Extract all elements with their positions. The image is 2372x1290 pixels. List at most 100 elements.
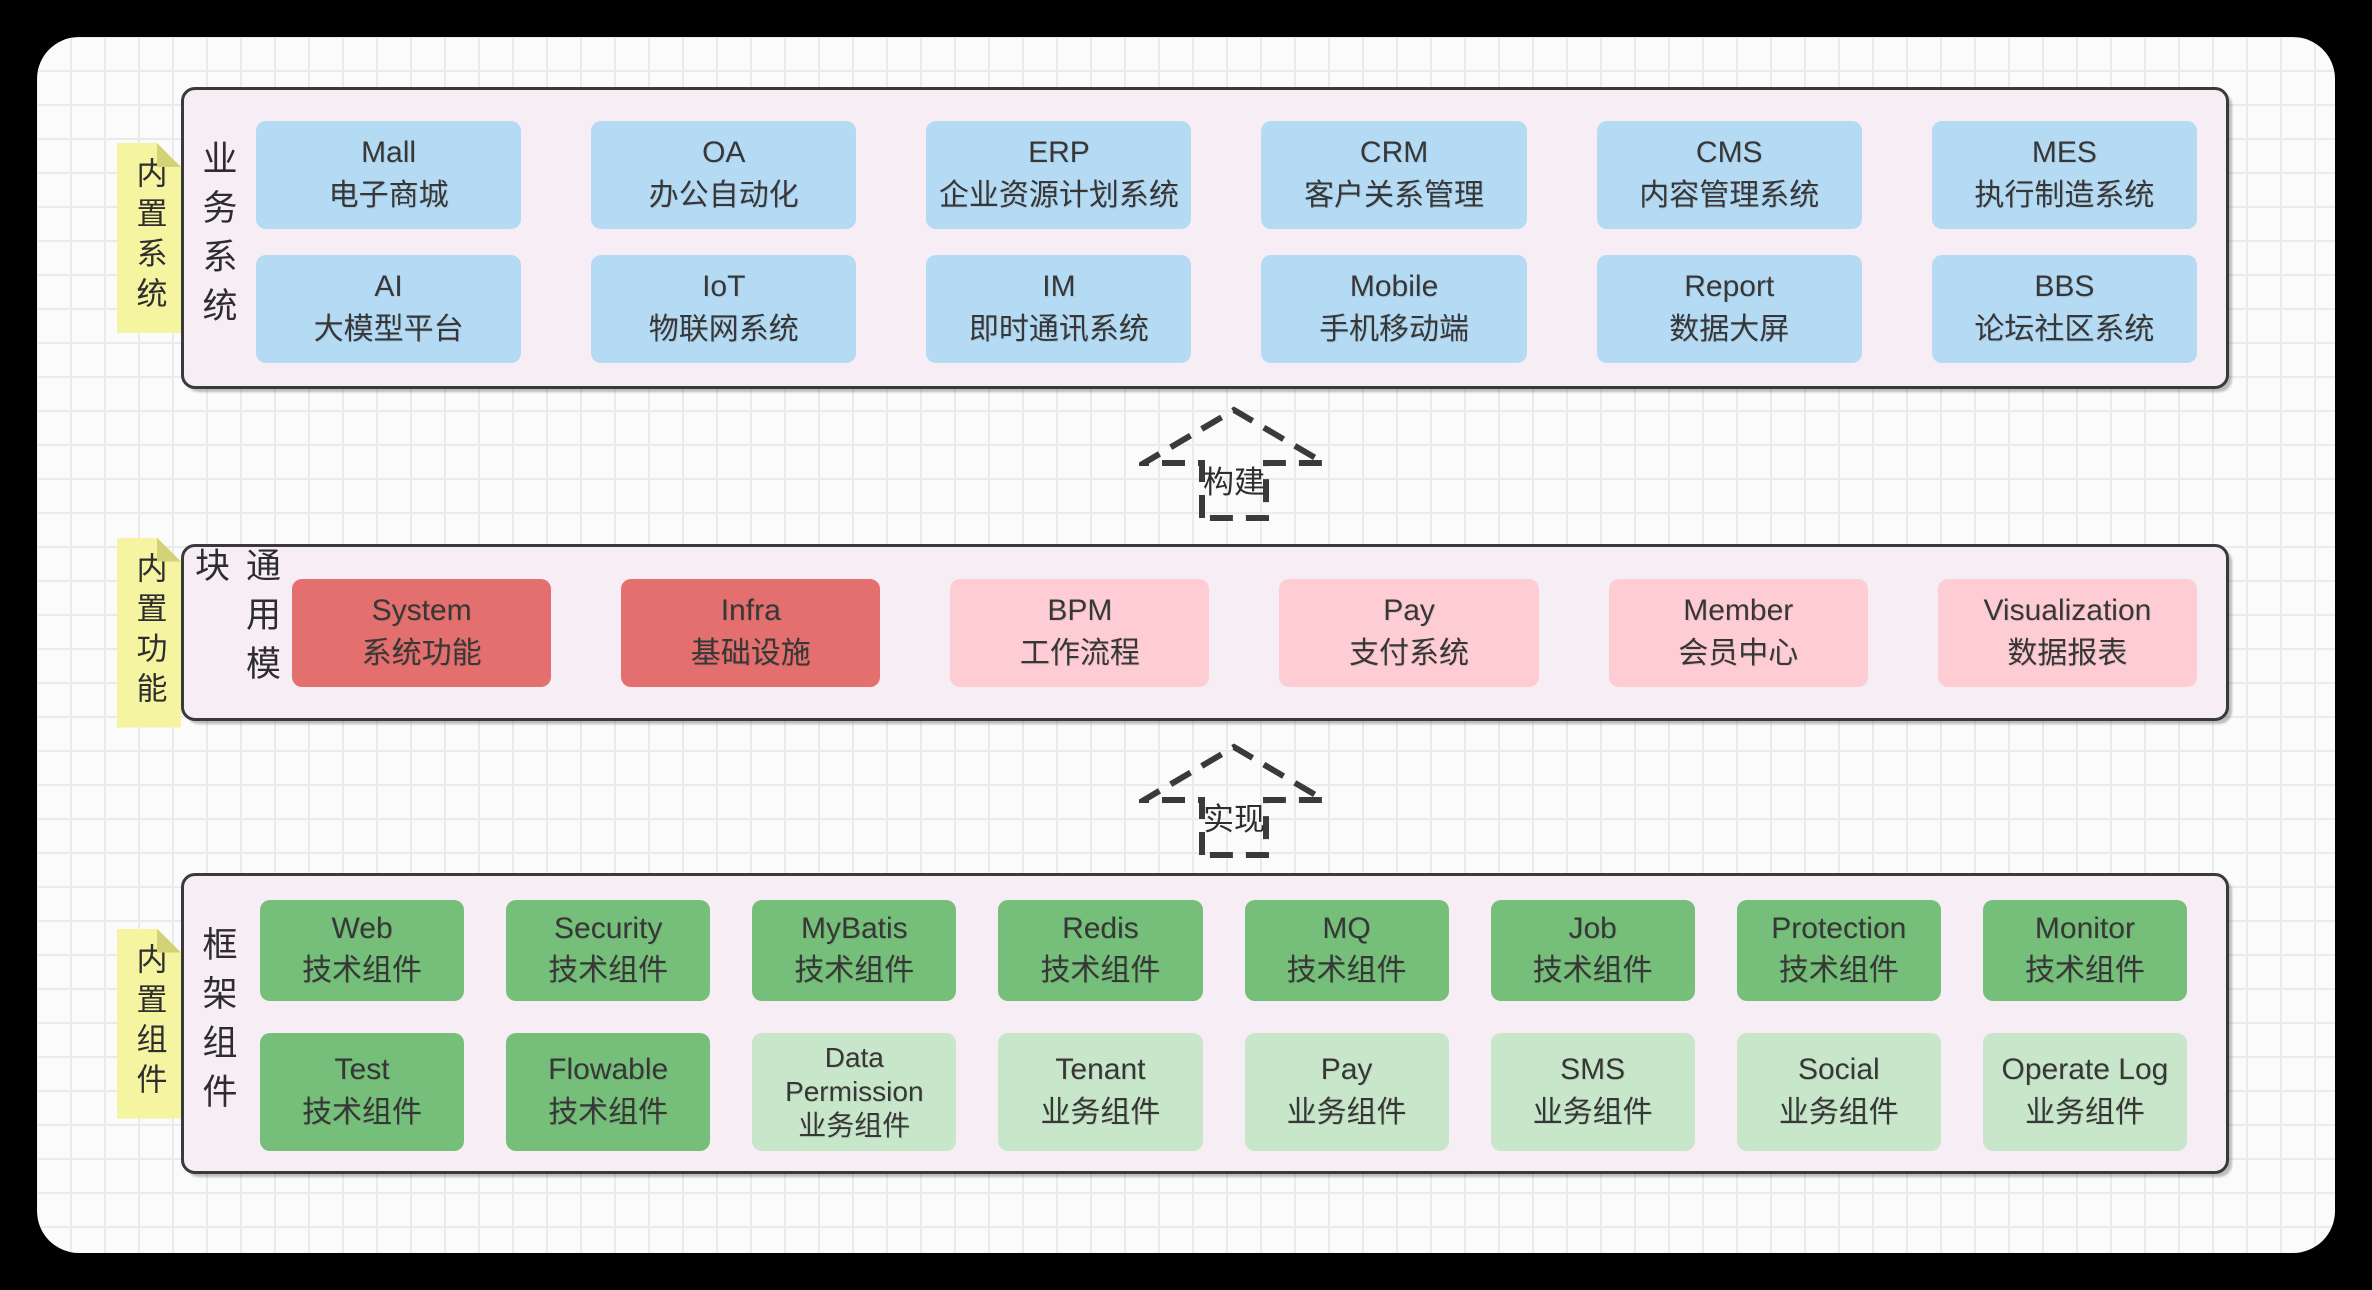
box-title: IM [1042, 270, 1076, 304]
box-subtitle: 技术组件 [1040, 954, 1161, 988]
box-iot: IoT 物联网系统 [591, 255, 857, 363]
box-subtitle: 技术组件 [2024, 954, 2145, 988]
box-subtitle: 系统功能 [361, 637, 482, 670]
box-title: Monitor [2034, 911, 2135, 945]
box-subtitle: 物联网系统 [648, 313, 799, 346]
box-title: ERP [1028, 136, 1090, 170]
sticky-note-built-in-components: 内置组件 [117, 929, 181, 1119]
box-title: Mobile [1349, 270, 1439, 304]
arrow-build: 构建 [1139, 405, 1329, 522]
box-subtitle: 业务组件 [1778, 1095, 1899, 1129]
dashed-up-arrow-shape [1139, 743, 1329, 858]
box-subtitle: 基础设施 [690, 637, 811, 670]
box-im: IM 即时通讯系统 [926, 255, 1192, 363]
box-subtitle: 业务组件 [798, 1110, 911, 1141]
box-subtitle: 支付系统 [1349, 637, 1470, 670]
box-infra: Infra 基础设施 [621, 579, 881, 687]
box-title: BPM [1047, 594, 1113, 628]
arrow-implement: 实现 [1139, 742, 1329, 859]
box-subtitle: 大模型平台 [313, 313, 464, 346]
box-mes: MES 执行制造系统 [1931, 121, 2197, 229]
box-title: IoT [702, 270, 746, 304]
box-redis: Redis 技术组件 [998, 900, 1203, 1001]
box-subtitle: 技术组件 [1286, 954, 1407, 988]
box-subtitle: 办公自动化 [648, 179, 799, 212]
box-title: Protection [1771, 911, 1907, 945]
box-social: Social 业务组件 [1736, 1032, 1941, 1151]
box-subtitle: 客户关系管理 [1304, 179, 1485, 212]
box-title: Pay [1320, 1053, 1373, 1087]
box-flowable: Flowable 技术组件 [506, 1032, 711, 1151]
box-subtitle: 技术组件 [302, 1095, 423, 1129]
box-pay: Pay 支付系统 [1279, 579, 1539, 687]
box-title: SMS [1560, 1053, 1626, 1087]
box-subtitle: 技术组件 [1778, 954, 1899, 988]
box-title: Visualization [1983, 594, 2152, 628]
box-subtitle: 技术组件 [302, 954, 423, 988]
box-title: Redis [1062, 911, 1139, 945]
box-protection: Protection 技术组件 [1736, 900, 1941, 1001]
box-subtitle: 执行制造系统 [1974, 179, 2155, 212]
box-mobile: Mobile 手机移动端 [1261, 255, 1527, 363]
box-member: Member 会员中心 [1608, 579, 1868, 687]
box-web: Web 技术组件 [260, 900, 465, 1001]
box-title: Social [1797, 1053, 1880, 1087]
box-title: MES [2031, 136, 2097, 170]
box-subtitle: 会员中心 [1678, 637, 1799, 670]
box-title: Tenant [1055, 1053, 1146, 1087]
box-mq: MQ 技术组件 [1244, 900, 1449, 1001]
box-title: Pay [1383, 594, 1435, 628]
box-subtitle: 技术组件 [548, 1095, 669, 1129]
box-title: Data Permission [785, 1041, 924, 1107]
box-title: AI [374, 270, 403, 304]
box-title: MQ [1322, 911, 1371, 945]
box-subtitle: 电子商城 [328, 179, 449, 212]
box-title: BBS [2034, 270, 2095, 304]
box-title: Web [331, 911, 393, 945]
box-title: Job [1568, 911, 1617, 945]
layer-label-column: 通用模块 [184, 547, 286, 718]
note-fold-corner-icon [157, 143, 181, 167]
dashed-up-arrow-shape [1139, 406, 1329, 521]
box-test: Test 技术组件 [260, 1032, 465, 1151]
box-title: CMS [1695, 136, 1763, 170]
box-subtitle: 技术组件 [794, 954, 915, 988]
note-fold-corner-icon [157, 538, 181, 562]
sticky-note-label: 内置组件 [131, 942, 167, 1103]
layer-label-business: 业务系统 [197, 140, 237, 336]
box-title: Flowable [548, 1053, 669, 1087]
box-bbs: BBS 论坛社区系统 [1931, 255, 2197, 363]
sticky-note-built-in-functions: 内置功能 [117, 538, 181, 728]
box-operate-log: Operate Log 业务组件 [1982, 1032, 2187, 1151]
box-subtitle: 工作流程 [1019, 637, 1140, 670]
sticky-note-label: 内置系统 [131, 157, 167, 317]
box-subtitle: 即时通讯系统 [968, 313, 1149, 346]
box-subtitle: 业务组件 [2024, 1095, 2145, 1129]
box-bpm: BPM 工作流程 [950, 579, 1210, 687]
box-ai: AI 大模型平台 [256, 255, 522, 363]
box-title: Test [334, 1053, 390, 1087]
box-title: Infra [720, 594, 781, 628]
box-subtitle: 手机移动端 [1319, 313, 1470, 346]
box-title: MyBatis [800, 911, 908, 945]
box-mybatis: MyBatis 技术组件 [752, 900, 957, 1001]
box-oa: OA 办公自动化 [591, 121, 857, 229]
box-title: OA [702, 136, 746, 170]
box-monitor: Monitor 技术组件 [1982, 900, 2187, 1001]
box-title: Member [1683, 594, 1794, 628]
box-subtitle: 论坛社区系统 [1974, 313, 2155, 346]
box-title: Operate Log [2001, 1053, 2169, 1087]
sticky-note-built-in-systems: 内置系统 [117, 143, 181, 333]
